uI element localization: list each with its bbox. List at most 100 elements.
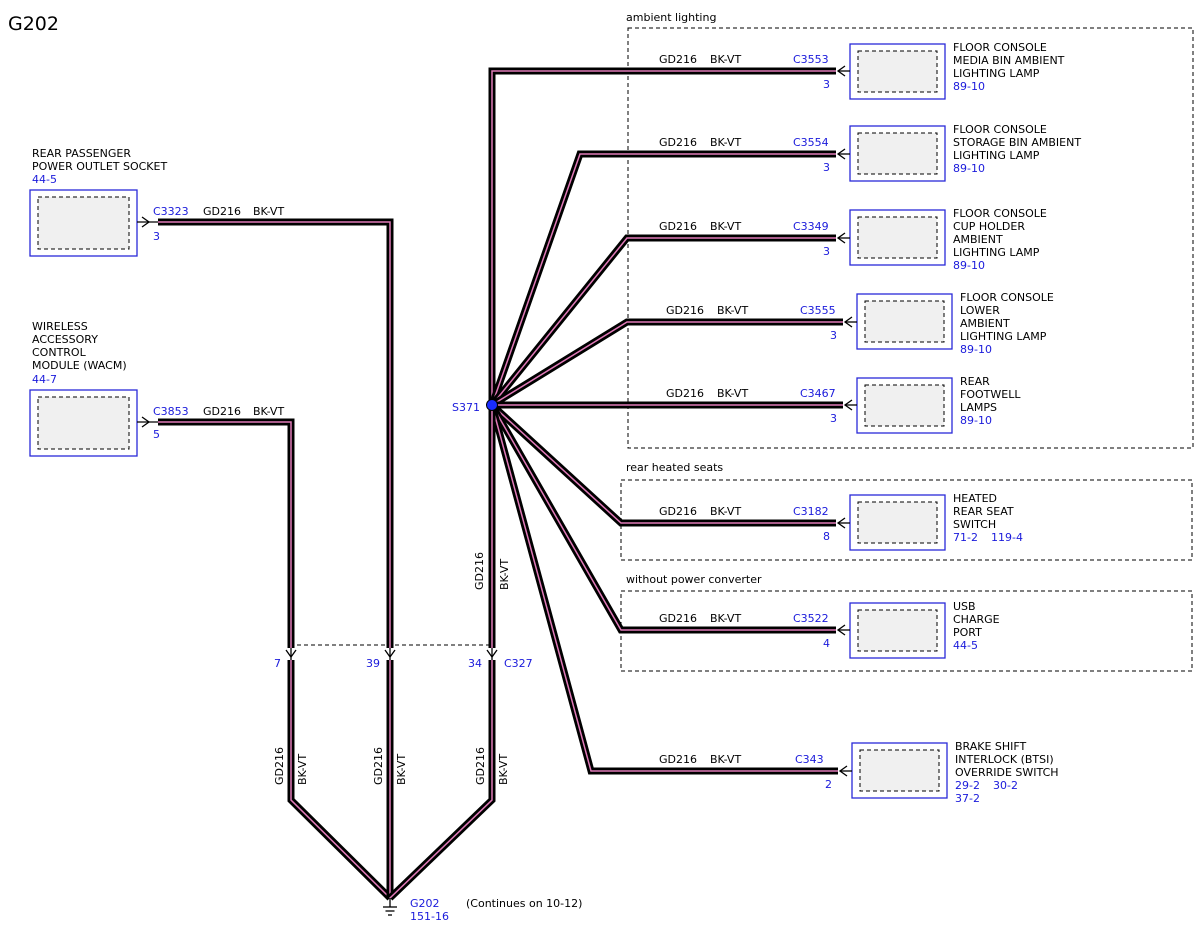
left-component-1-circuit: GD216 bbox=[203, 205, 241, 218]
right-component-2-connector: C3554 bbox=[793, 136, 829, 149]
right-component-1-ref: 89-10 bbox=[953, 80, 985, 93]
right-component-4-connector: C3555 bbox=[800, 304, 836, 317]
right-component-3-pin: 3 bbox=[823, 245, 830, 258]
right-component-8-ref: 30-2 bbox=[993, 779, 1018, 792]
right-component-3-name-line: FLOOR CONSOLE bbox=[953, 207, 1047, 220]
right-component-1-name-line: LIGHTING LAMP bbox=[953, 67, 1040, 80]
rear-heated-seats-label: rear heated seats bbox=[626, 461, 723, 474]
right-component-5-color: BK-VT bbox=[717, 387, 748, 400]
left-component-1-wire-stripe bbox=[158, 221, 391, 648]
right-component-4-circuit: GD216 bbox=[666, 304, 704, 317]
ambient-lighting-label: ambient lighting bbox=[626, 11, 716, 24]
right-component-3-name-line: AMBIENT bbox=[953, 233, 1003, 246]
right-component-6-wire-stripe bbox=[491, 404, 836, 524]
right-component-2-color: BK-VT bbox=[710, 136, 741, 149]
right-component-6-ref: 119-4 bbox=[991, 531, 1023, 544]
left-component-2-wire-stripe bbox=[158, 421, 292, 648]
right-component-7-connector: C3522 bbox=[793, 612, 829, 625]
right-component-6-inner bbox=[857, 501, 938, 544]
inline-pin-1-number: 7 bbox=[274, 657, 281, 670]
without-power-converter-label: without power converter bbox=[626, 573, 762, 586]
right-component-3-wire-stripe bbox=[491, 237, 836, 406]
right-component-2-circuit: GD216 bbox=[659, 136, 697, 149]
right-component-8-circuit: GD216 bbox=[659, 753, 697, 766]
right-component-5-name-line: REAR bbox=[960, 375, 990, 388]
lower-circuit-label: GD216 bbox=[372, 747, 385, 785]
right-component-6-name-line: HEATED bbox=[953, 492, 997, 505]
right-component-7-name-line: USB bbox=[953, 600, 976, 613]
right-component-4-name-line: LIGHTING LAMP bbox=[960, 330, 1047, 343]
left-component-1-wire bbox=[158, 218, 394, 648]
right-component-8-inner bbox=[859, 749, 940, 792]
left-component-1-name-line: POWER OUTLET SOCKET bbox=[32, 160, 167, 173]
right-component-5-name-line: LAMPS bbox=[960, 401, 997, 414]
right-component-7-inner bbox=[857, 609, 938, 652]
lower-circuit-label: GD216 bbox=[273, 747, 286, 785]
left-component-2-name-line: MODULE (WACM) bbox=[32, 359, 127, 372]
right-component-3-name-line: CUP HOLDER bbox=[953, 220, 1025, 233]
right-component-2-ref: 89-10 bbox=[953, 162, 985, 175]
right-component-1-color: BK-VT bbox=[710, 53, 741, 66]
left-component-1-inner bbox=[37, 196, 130, 250]
wires bbox=[158, 67, 843, 901]
right-component-7-color: BK-VT bbox=[710, 612, 741, 625]
right-component-1-circuit: GD216 bbox=[659, 53, 697, 66]
right-component-8-name-line: OVERRIDE SWITCH bbox=[955, 766, 1059, 779]
left-component-2-circuit: GD216 bbox=[203, 405, 241, 418]
right-component-3-name-line: LIGHTING LAMP bbox=[953, 246, 1040, 259]
left-component-2-inner bbox=[37, 396, 130, 450]
right-component-4-inner bbox=[864, 300, 945, 343]
diagram-title: G202 bbox=[8, 13, 59, 35]
right-component-8-pin: 2 bbox=[825, 778, 832, 791]
splice-node bbox=[486, 399, 498, 411]
right-component-1-inner bbox=[857, 50, 938, 93]
right-component-7-name-line: CHARGE bbox=[953, 613, 1000, 626]
right-component-8-color: BK-VT bbox=[710, 753, 741, 766]
right-component-8-ref: 29-2 bbox=[955, 779, 980, 792]
right-component-8-wire bbox=[488, 404, 838, 775]
right-component-6-name-line: SWITCH bbox=[953, 518, 996, 531]
right-component-6-name-line: REAR SEAT bbox=[953, 505, 1014, 518]
right-component-1-pin: 3 bbox=[823, 78, 830, 91]
right-component-4-pin: 3 bbox=[830, 329, 837, 342]
lower-circuit-label: GD216 bbox=[474, 747, 487, 785]
right-component-3-ref: 89-10 bbox=[953, 259, 985, 272]
lower-color-label: BK-VT bbox=[395, 754, 408, 785]
left-component-1-pin: 3 bbox=[153, 230, 160, 243]
right-component-7-name-line: PORT bbox=[953, 626, 982, 639]
inline-pin-3-number: 34 bbox=[468, 657, 482, 670]
inline-pin-2-number: 39 bbox=[366, 657, 380, 670]
right-component-6-pin: 8 bbox=[823, 530, 830, 543]
right-component-3-circuit: GD216 bbox=[659, 220, 697, 233]
ground-id: G202 bbox=[410, 897, 440, 910]
left-component-2-box bbox=[29, 389, 138, 457]
right-component-1-name-line: FLOOR CONSOLE bbox=[953, 41, 1047, 54]
right-component-8-name-line: BRAKE SHIFT bbox=[955, 740, 1027, 753]
right-component-6-color: BK-VT bbox=[710, 505, 741, 518]
right-component-6-connector: C3182 bbox=[793, 505, 829, 518]
components bbox=[29, 43, 953, 916]
right-component-8-ref: 37-2 bbox=[955, 792, 980, 805]
right-component-7-ref: 44-5 bbox=[953, 639, 978, 652]
left-component-2-name-line: WIRELESS bbox=[32, 320, 88, 333]
right-component-3-connector: C3349 bbox=[793, 220, 829, 233]
right-component-2-wire-stripe bbox=[491, 153, 836, 406]
right-component-7-circuit: GD216 bbox=[659, 612, 697, 625]
left-component-2-connector: C3853 bbox=[153, 405, 189, 418]
right-component-1-name-line: MEDIA BIN AMBIENT bbox=[953, 54, 1065, 67]
right-component-6-ref: 71-2 bbox=[953, 531, 978, 544]
right-component-2-inner bbox=[857, 132, 938, 175]
right-component-2-name-line: STORAGE BIN AMBIENT bbox=[953, 136, 1081, 149]
lower-color-label: BK-VT bbox=[296, 754, 309, 785]
splice-label: S371 bbox=[452, 401, 480, 414]
right-component-3-inner bbox=[857, 216, 938, 259]
left-component-2-name-line: CONTROL bbox=[32, 346, 87, 359]
right-component-5-inner bbox=[864, 384, 945, 427]
left-component-1-ref: 44-5 bbox=[32, 173, 57, 186]
right-component-5-name-line: FOOTWELL bbox=[960, 388, 1021, 401]
right-component-4-name-line: FLOOR CONSOLE bbox=[960, 291, 1054, 304]
right-component-4-wire-stripe bbox=[491, 321, 843, 406]
right-component-5-pin: 3 bbox=[830, 412, 837, 425]
